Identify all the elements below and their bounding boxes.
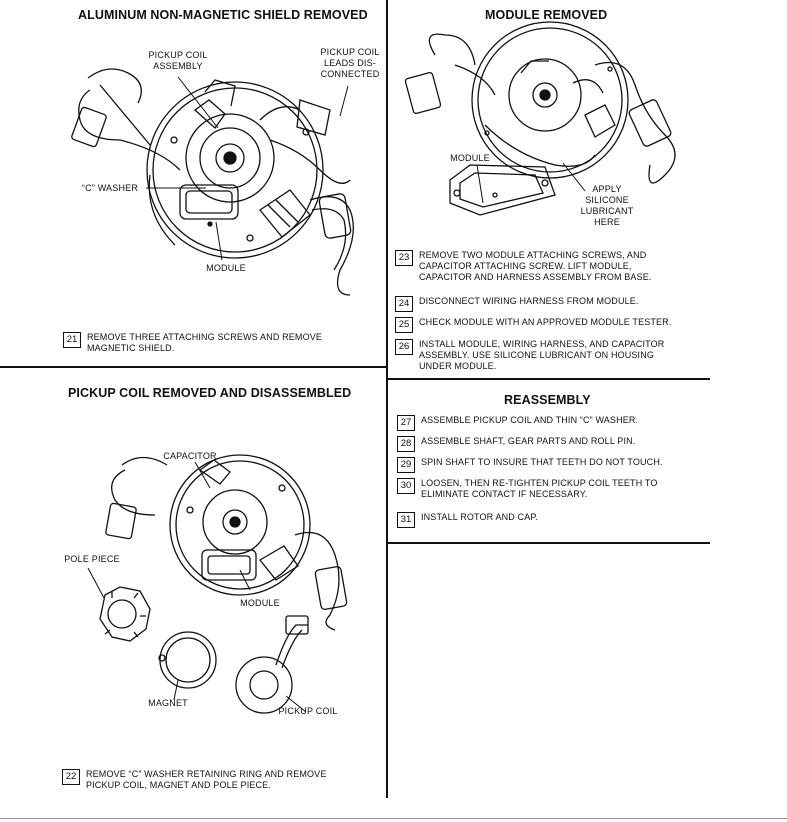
step-text: ASSEMBLE PICKUP COIL AND THIN “C” WASHER… <box>421 415 638 426</box>
step-text: SPIN SHAFT TO INSURE THAT TEETH DO NOT T… <box>421 457 663 468</box>
label-pole-piece: POLE PIECE <box>52 554 132 565</box>
step-number: 22 <box>62 769 80 785</box>
step-number: 25 <box>395 317 413 333</box>
step-25: 25 CHECK MODULE WITH AN APPROVED MODULE … <box>395 317 671 333</box>
panel-title: REASSEMBLY <box>504 393 591 407</box>
step-text: INSTALL MODULE, WIRING HARNESS, AND CAPA… <box>419 339 664 372</box>
step-22: 22 REMOVE “C” WASHER RETAINING RING AND … <box>62 769 326 791</box>
step-text: REMOVE “C” WASHER RETAINING RING AND REM… <box>86 769 326 791</box>
step-number: 28 <box>397 436 415 452</box>
step-29: 29 SPIN SHAFT TO INSURE THAT TEETH DO NO… <box>397 457 663 473</box>
step-text: INSTALL ROTOR AND CAP. <box>421 512 538 523</box>
label-pickup-coil: PICKUP COIL <box>268 706 348 717</box>
step-number: 31 <box>397 512 415 528</box>
pickup-coil-disassembly-illustration <box>50 440 380 740</box>
label-c-washer: “C” WASHER <box>70 183 150 194</box>
step-text: LOOSEN, THEN RE-TIGHTEN PICKUP COIL TEET… <box>421 478 657 500</box>
step-number: 21 <box>63 332 81 348</box>
distributor-shield-removed-illustration <box>0 0 380 300</box>
step-number: 29 <box>397 457 415 473</box>
right-section-divider-top <box>387 378 710 380</box>
step-23: 23 REMOVE TWO MODULE ATTACHING SCREWS, A… <box>395 250 652 283</box>
label-apply-lubricant: APPLY SILICONE LUBRICANT HERE <box>572 184 642 228</box>
step-21: 21 REMOVE THREE ATTACHING SCREWS AND REM… <box>63 332 322 354</box>
right-section-divider-bottom <box>387 542 710 544</box>
step-28: 28 ASSEMBLE SHAFT, GEAR PARTS AND ROLL P… <box>397 436 635 452</box>
step-30: 30 LOOSEN, THEN RE-TIGHTEN PICKUP COIL T… <box>397 478 657 500</box>
center-divider <box>386 0 388 798</box>
label-pickup-coil-assembly: PICKUP COIL ASSEMBLY <box>136 50 220 72</box>
step-text: REMOVE TWO MODULE ATTACHING SCREWS, AND … <box>419 250 652 283</box>
step-number: 27 <box>397 415 415 431</box>
label-capacitor: CAPACITOR <box>150 451 230 462</box>
distributor-module-removed-illustration <box>395 25 695 265</box>
label-pickup-coil-leads: PICKUP COIL LEADS DIS- CONNECTED <box>310 47 390 80</box>
label-module: MODULE <box>196 263 256 274</box>
left-section-divider <box>0 366 387 368</box>
page-bottom-rule <box>0 818 787 819</box>
step-text: DISCONNECT WIRING HARNESS FROM MODULE. <box>419 296 639 307</box>
step-number: 23 <box>395 250 413 266</box>
step-31: 31 INSTALL ROTOR AND CAP. <box>397 512 538 528</box>
panel-title: MODULE REMOVED <box>485 8 607 22</box>
step-26: 26 INSTALL MODULE, WIRING HARNESS, AND C… <box>395 339 664 372</box>
step-text: CHECK MODULE WITH AN APPROVED MODULE TES… <box>419 317 671 328</box>
label-module: MODULE <box>440 153 500 164</box>
step-text: REMOVE THREE ATTACHING SCREWS AND REMOVE… <box>87 332 322 354</box>
label-module: MODULE <box>230 598 290 609</box>
step-number: 30 <box>397 478 415 494</box>
step-24: 24 DISCONNECT WIRING HARNESS FROM MODULE… <box>395 296 639 312</box>
step-text: ASSEMBLE SHAFT, GEAR PARTS AND ROLL PIN. <box>421 436 635 447</box>
panel-title: PICKUP COIL REMOVED AND DISASSEMBLED <box>68 386 351 400</box>
label-magnet: MAGNET <box>138 698 198 709</box>
step-27: 27 ASSEMBLE PICKUP COIL AND THIN “C” WAS… <box>397 415 638 431</box>
step-number: 26 <box>395 339 413 355</box>
step-number: 24 <box>395 296 413 312</box>
